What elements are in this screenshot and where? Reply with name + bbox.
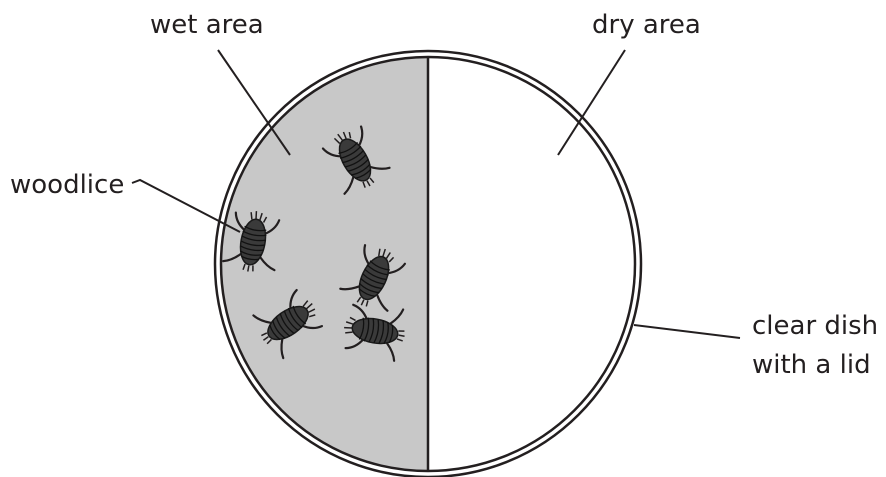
dry-area-label: dry area — [592, 10, 701, 40]
wet-area-label: wet area — [150, 10, 264, 40]
clear-dish-label-line2: with a lid — [752, 350, 871, 380]
dish-leader — [634, 325, 740, 338]
woodlice-label: woodlice — [10, 170, 124, 200]
clear-dish-label-line1: clear dish — [752, 311, 878, 341]
